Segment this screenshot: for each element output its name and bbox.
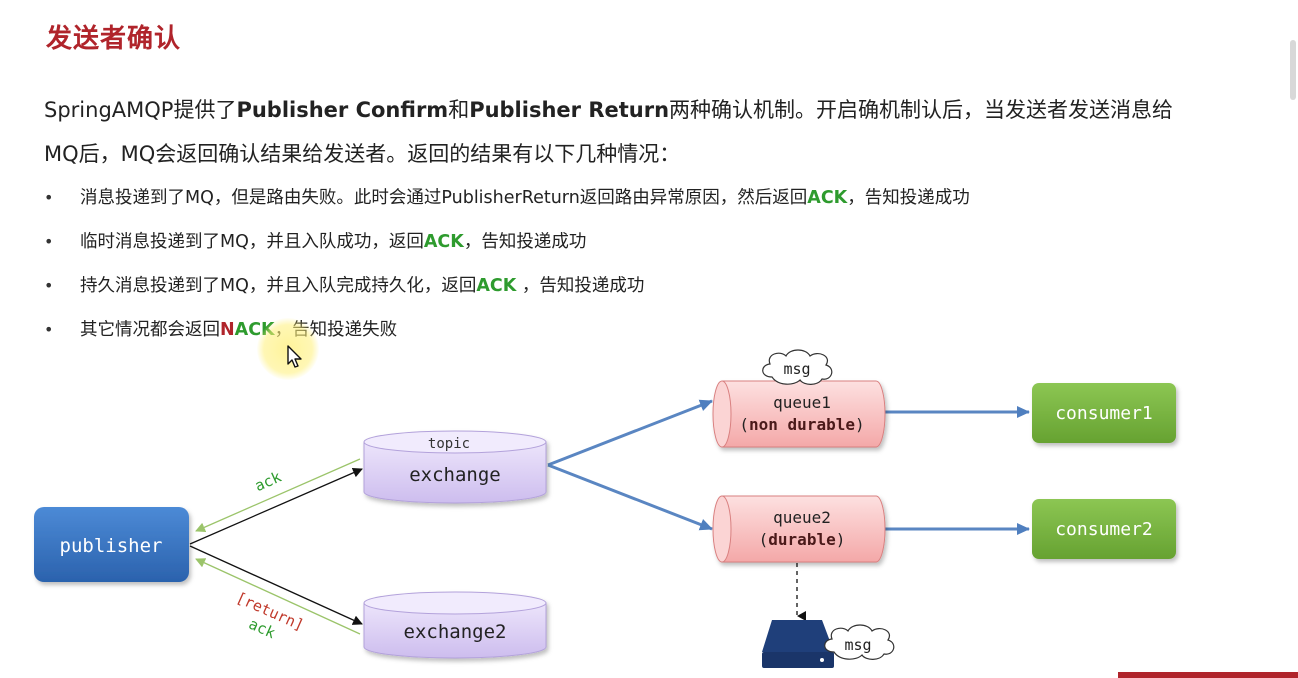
queue1-durability-value: non durable bbox=[749, 415, 855, 434]
list-item: 持久消息投递到了MQ，并且入队完成持久化，返回ACK ，告知投递成功 bbox=[44, 268, 970, 312]
list-item: 消息投递到了MQ，但是路由失败。此时会通过PublisherReturn返回路由… bbox=[44, 180, 970, 224]
ack-keyword: ACK bbox=[476, 276, 517, 296]
bullet-text: 其它情况都会返回 bbox=[80, 320, 220, 340]
route-arrow-queue1 bbox=[547, 399, 713, 467]
publish-arrow-exchange2 bbox=[189, 545, 363, 625]
exchange2-node bbox=[363, 591, 547, 659]
route-arrow-queue2 bbox=[547, 463, 713, 531]
exchange-node bbox=[363, 430, 547, 504]
intro-text-3: 两种确认机制。开启确机制认后，当发送者发送消息给 bbox=[669, 98, 1174, 122]
queue2-durability-value: durable bbox=[768, 530, 835, 549]
bullet-text-tail: ，告知投递成功 bbox=[463, 232, 587, 252]
ack-keyword: ACK bbox=[423, 232, 464, 252]
queue2-paren-close: ) bbox=[836, 530, 846, 549]
bullet-text: 临时消息投递到了MQ，并且入队成功，返回 bbox=[80, 232, 424, 252]
bullet-text: 消息投递到了MQ，但是路由失败。此时会通过PublisherReturn返回路由… bbox=[80, 188, 808, 208]
consumer2-label: consumer2 bbox=[1055, 519, 1153, 540]
ack-return-arrow-bottom bbox=[195, 558, 361, 635]
consumer1-label: consumer1 bbox=[1055, 403, 1153, 424]
bullet-text-tail: ，告知投递成功 bbox=[516, 276, 645, 296]
msg-cloud-icon bbox=[824, 624, 895, 660]
ack-label-top: ack bbox=[252, 468, 284, 495]
ack-keyword: ACK bbox=[807, 188, 848, 208]
queue2-durability: (durable) bbox=[759, 530, 846, 549]
intro-bold-return: Publisher Return bbox=[469, 98, 670, 122]
exchange-label: exchange bbox=[409, 464, 501, 486]
result-list: 消息投递到了MQ，但是路由失败。此时会通过PublisherReturn返回路由… bbox=[44, 180, 970, 356]
publisher-node bbox=[34, 507, 189, 582]
queue1-paren-close: ) bbox=[855, 415, 865, 434]
consumer1-node bbox=[1032, 383, 1176, 443]
intro-paragraph: SpringAMQP提供了Publisher Confirm和Publisher… bbox=[44, 88, 1284, 176]
queue1-paren-open: ( bbox=[739, 415, 749, 434]
msg-label-queue1: msg bbox=[783, 360, 810, 378]
bullet-text-tail: ，告知投递成功 bbox=[847, 188, 970, 208]
publish-arrow-exchange bbox=[189, 468, 363, 545]
msg-cloud-icon bbox=[762, 349, 833, 385]
page-title: 发送者确认 bbox=[46, 24, 182, 54]
mouse-cursor-icon bbox=[287, 345, 302, 368]
queue1-node bbox=[712, 380, 886, 448]
publisher-label: publisher bbox=[60, 535, 163, 557]
msg-label-disk: msg bbox=[844, 636, 871, 654]
queue2-label: queue2 bbox=[773, 508, 831, 527]
intro-text-1: SpringAMQP提供了 bbox=[44, 98, 237, 122]
nack-keyword-n: N bbox=[220, 320, 235, 340]
consumer2-node bbox=[1032, 499, 1176, 559]
intro-text-4: MQ后，MQ会返回确认结果给发送者。返回的结果有以下几种情况： bbox=[44, 142, 681, 166]
list-item: 临时消息投递到了MQ，并且入队成功，返回ACK，告知投递成功 bbox=[44, 224, 970, 268]
intro-bold-confirm: Publisher Confirm bbox=[236, 98, 449, 122]
exchange2-label: exchange2 bbox=[404, 621, 507, 643]
queue2-paren-open: ( bbox=[759, 530, 769, 549]
ack-return-arrow-top bbox=[195, 458, 361, 532]
intro-text-2: 和 bbox=[448, 98, 470, 122]
queue2-node bbox=[712, 495, 886, 563]
disk-storage-icon bbox=[762, 620, 834, 668]
scrollbar[interactable] bbox=[1290, 40, 1296, 100]
bullet-text: 持久消息投递到了MQ，并且入队完成持久化，返回 bbox=[80, 276, 477, 296]
queue1-durability: (non durable) bbox=[739, 415, 864, 434]
footer-accent-bar bbox=[1118, 672, 1298, 678]
queue1-label: queue1 bbox=[773, 393, 831, 412]
exchange-type-label: topic bbox=[428, 436, 470, 452]
